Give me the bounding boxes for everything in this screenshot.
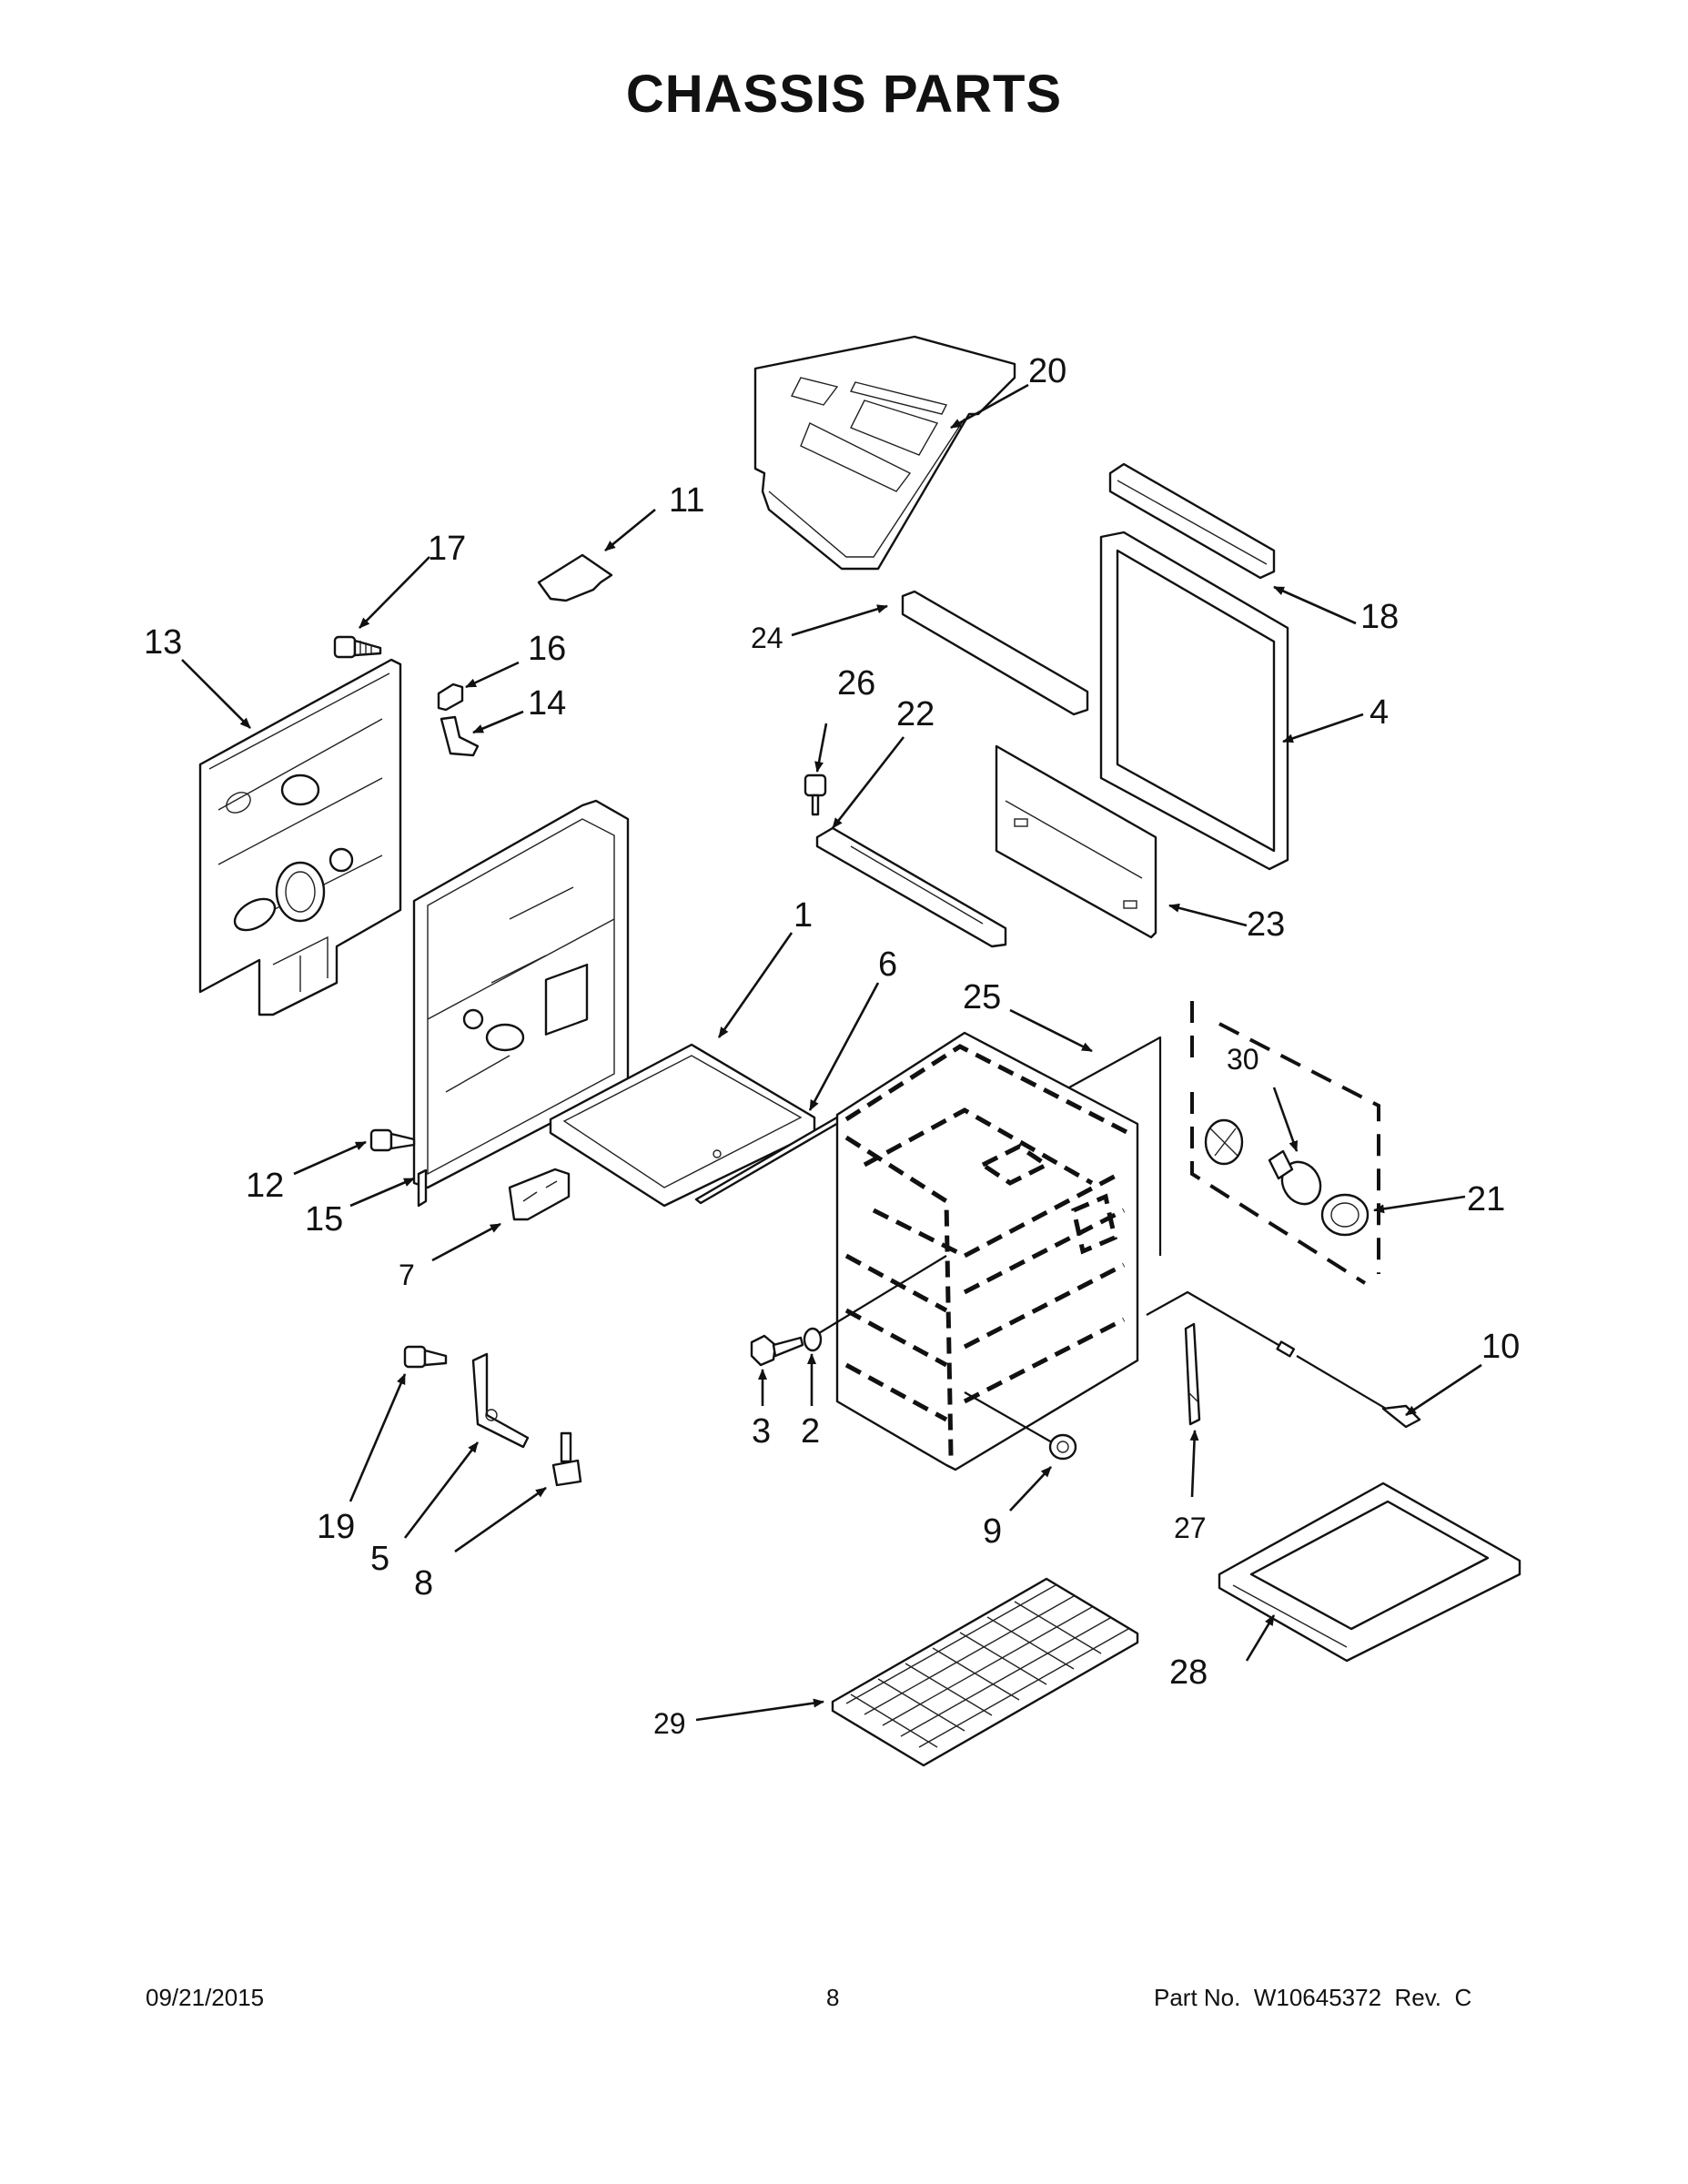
part-15-strip	[417, 1168, 428, 1208]
footer-date: 09/21/2015	[146, 1984, 265, 2011]
leader-lines	[181, 383, 1482, 1722]
callout-8: 8	[414, 1564, 433, 1603]
part-30-bulb	[1268, 1149, 1322, 1206]
part-27-probe	[1184, 1322, 1201, 1426]
callout-25: 25	[963, 978, 1001, 1016]
footer-page-number: 8	[826, 1984, 840, 2011]
part-28-broiler-pan	[1218, 1481, 1521, 1663]
callout-18: 18	[1360, 598, 1399, 636]
callout-13: 13	[144, 623, 182, 662]
part-25-oven-cavity	[835, 1031, 1162, 1471]
part-12-screw	[369, 1128, 416, 1152]
chassis-side-panel	[412, 799, 630, 1189]
callout-6: 6	[878, 945, 897, 984]
callout-23: 23	[1247, 905, 1285, 944]
part-19-screw	[403, 1345, 448, 1369]
callout-21: 21	[1467, 1180, 1505, 1218]
part-7-bracket	[508, 1168, 571, 1221]
part-10-sensor	[1146, 1290, 1421, 1429]
part-8-foot	[551, 1431, 582, 1487]
callout-30: 30	[1227, 1043, 1259, 1076]
callout-4: 4	[1370, 693, 1389, 732]
page-title: CHASSIS PARTS	[625, 65, 1063, 124]
part-3-screw	[750, 1334, 804, 1367]
part-16-clip	[437, 682, 464, 712]
callout-15: 15	[305, 1200, 343, 1239]
part-14-clip	[440, 715, 480, 757]
part-13-rear-panel	[198, 658, 402, 1016]
part-2-washer	[803, 1255, 947, 1352]
part-22-bracket	[815, 826, 1007, 948]
part-5-bracket	[471, 1352, 530, 1449]
callout-14: 14	[528, 684, 566, 723]
callout-17: 17	[428, 530, 466, 568]
footer-part-number: Part No. W10645372 Rev. C	[1154, 1984, 1472, 2011]
part-21-light-assembly	[1190, 1001, 1380, 1285]
part-23-panel	[995, 744, 1157, 939]
part-11-bracket	[537, 553, 613, 602]
part-4-frame	[1099, 531, 1289, 871]
part-9-plug	[964, 1391, 1077, 1461]
part-17-screw	[333, 635, 382, 659]
callout-10: 10	[1481, 1328, 1520, 1366]
callout-11: 11	[669, 481, 704, 520]
callout-24: 24	[751, 622, 783, 654]
callout-26: 26	[837, 664, 875, 703]
callout-3: 3	[752, 1412, 771, 1451]
callout-labels: 20 11 17 13 16 14 18 24 4 26 22 23 1 6 2…	[144, 352, 1520, 1740]
callout-28: 28	[1169, 1653, 1208, 1692]
callout-19: 19	[317, 1508, 355, 1546]
callout-27: 27	[1174, 1512, 1207, 1544]
callout-2: 2	[801, 1412, 820, 1451]
callout-5: 5	[370, 1540, 389, 1578]
callout-22: 22	[896, 695, 935, 733]
part-24-rail	[901, 590, 1089, 716]
part-20-top-panel	[753, 335, 1016, 571]
callout-7: 7	[399, 1259, 415, 1291]
part-26-screw	[804, 774, 827, 816]
part-29-oven-rack	[831, 1577, 1139, 1767]
part-18-trim-strip	[1108, 462, 1276, 580]
callout-1: 1	[793, 896, 813, 935]
callout-29: 29	[653, 1707, 686, 1740]
callout-20: 20	[1028, 352, 1066, 390]
callout-9: 9	[983, 1512, 1002, 1551]
callout-12: 12	[246, 1167, 284, 1205]
callout-16: 16	[528, 630, 566, 668]
